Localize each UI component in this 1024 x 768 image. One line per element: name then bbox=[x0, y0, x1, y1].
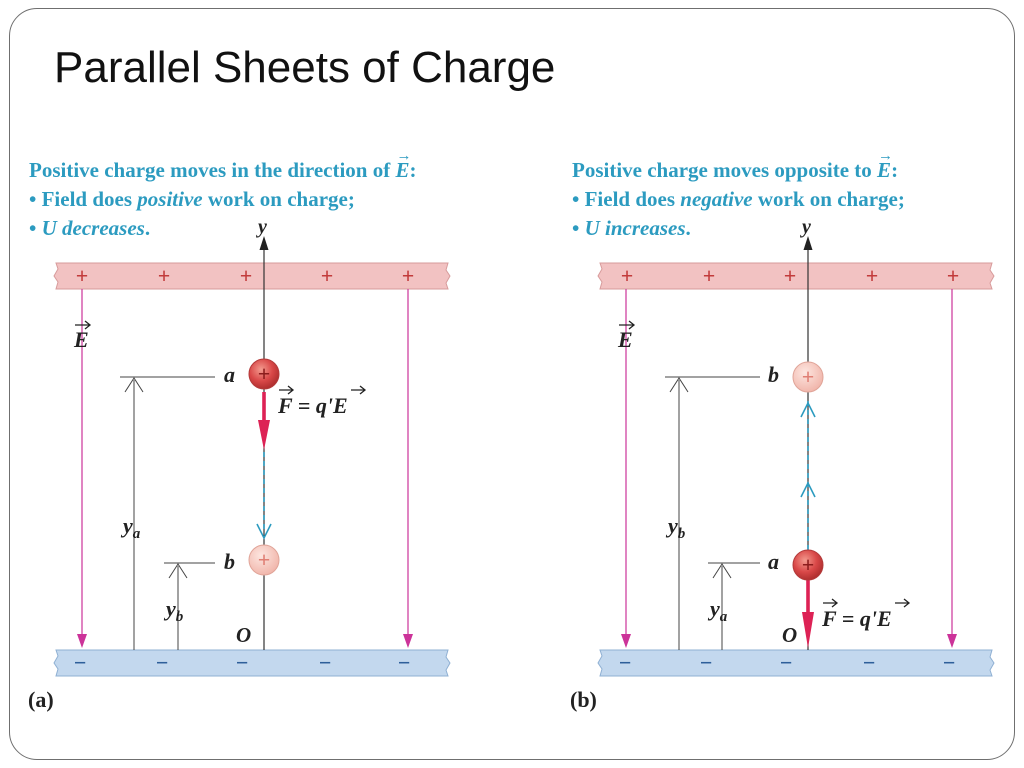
plus-sign: + bbox=[947, 263, 960, 288]
caption-b-bullet-work: • Field does negative work on charge; bbox=[572, 187, 905, 211]
caption-panel-b: Positive charge moves opposite to E: • F… bbox=[572, 142, 905, 243]
negative-plate bbox=[53, 649, 451, 677]
field-arrowhead bbox=[403, 634, 413, 648]
path-arrowhead bbox=[256, 523, 272, 540]
y-axis-arrowhead bbox=[259, 236, 269, 250]
y-axis-label: y bbox=[800, 216, 811, 238]
plus-sign: + bbox=[866, 263, 879, 288]
height-label-ya: ya bbox=[707, 596, 728, 625]
caption-b-bullet-energy: • U increases. bbox=[572, 216, 691, 240]
positive-plate bbox=[597, 262, 995, 290]
plus-sign: + bbox=[402, 263, 415, 288]
vector-arrow-icon bbox=[619, 320, 636, 330]
positive-plate bbox=[53, 262, 451, 290]
charge-at-b bbox=[248, 544, 280, 576]
charge-at-a bbox=[248, 358, 280, 390]
caption-a-bullet-work: • Field does positive work on charge; bbox=[29, 187, 355, 211]
plus-sign: + bbox=[76, 263, 89, 288]
plus-sign: + bbox=[703, 263, 716, 288]
force-label: F = q'E bbox=[821, 606, 892, 631]
path-arrowhead bbox=[800, 481, 816, 498]
path-arrowhead bbox=[800, 401, 816, 418]
vector-e-symbol: E bbox=[395, 142, 411, 185]
minus-sign: − bbox=[398, 650, 411, 675]
caption-panel-a: Positive charge moves in the direction o… bbox=[29, 142, 416, 243]
panel-b: + + + + + − − − − − E y yb ya bbox=[570, 216, 995, 712]
charge-at-b bbox=[792, 361, 824, 393]
point-label-a: a bbox=[768, 549, 779, 574]
panel-label-a: (a) bbox=[28, 687, 54, 712]
caption-a-line1: Positive charge moves in the direction o… bbox=[29, 142, 416, 185]
origin-label: O bbox=[236, 623, 251, 647]
plus-sign: + bbox=[321, 263, 334, 288]
force-arrow bbox=[258, 392, 270, 450]
minus-sign: − bbox=[74, 650, 87, 675]
height-arrowhead bbox=[712, 563, 732, 579]
plus-sign: + bbox=[621, 263, 634, 288]
charge-sign: + bbox=[802, 364, 815, 389]
caption-a-bullet-energy: • U decreases. bbox=[29, 216, 151, 240]
minus-sign: − bbox=[156, 650, 169, 675]
slide-frame bbox=[9, 8, 1015, 760]
force-arrow bbox=[802, 578, 814, 648]
plus-sign: + bbox=[158, 263, 171, 288]
point-label-b: b bbox=[768, 362, 779, 387]
y-axis-label: y bbox=[256, 216, 267, 238]
height-arrowhead bbox=[669, 377, 689, 393]
point-label-b: b bbox=[224, 549, 235, 574]
caption-b-line1: Positive charge moves opposite to E: bbox=[572, 142, 905, 185]
height-label-yb: yb bbox=[163, 596, 184, 625]
negative-plate bbox=[597, 649, 995, 677]
vector-arrow-icon bbox=[279, 385, 295, 395]
charge-sign: + bbox=[258, 547, 271, 572]
vector-arrow-icon bbox=[351, 385, 367, 395]
y-axis-arrowhead bbox=[803, 236, 813, 250]
plus-sign: + bbox=[784, 263, 797, 288]
minus-sign: − bbox=[700, 650, 713, 675]
charge-sign: + bbox=[802, 552, 815, 577]
vector-e-symbol: E bbox=[877, 142, 893, 185]
panel-label-b: (b) bbox=[570, 687, 597, 712]
minus-sign: − bbox=[780, 650, 793, 675]
panel-a: + + + + + − − − − − E y ya bbox=[28, 216, 451, 712]
minus-sign: − bbox=[319, 650, 332, 675]
height-label-ya: ya bbox=[120, 513, 141, 542]
minus-sign: − bbox=[943, 650, 956, 675]
height-label-yb: yb bbox=[665, 513, 686, 542]
charge-at-a bbox=[792, 549, 824, 581]
height-arrowhead bbox=[168, 563, 188, 579]
field-label-e: E bbox=[617, 327, 633, 352]
vector-arrow-icon bbox=[75, 320, 92, 330]
slide-title: Parallel Sheets of Charge bbox=[54, 43, 556, 92]
field-arrowhead bbox=[621, 634, 631, 648]
point-label-a: a bbox=[224, 362, 235, 387]
field-arrowhead bbox=[947, 634, 957, 648]
minus-sign: − bbox=[863, 650, 876, 675]
minus-sign: − bbox=[236, 650, 249, 675]
field-arrowhead bbox=[77, 634, 87, 648]
minus-sign: − bbox=[619, 650, 632, 675]
origin-label: O bbox=[782, 623, 797, 647]
charge-sign: + bbox=[258, 361, 271, 386]
height-arrowhead bbox=[124, 377, 144, 393]
plus-sign: + bbox=[240, 263, 253, 288]
vector-arrow-icon bbox=[895, 598, 911, 608]
force-label: F = q'E bbox=[277, 393, 348, 418]
vector-arrow-icon bbox=[823, 598, 839, 608]
field-label-e: E bbox=[73, 327, 89, 352]
